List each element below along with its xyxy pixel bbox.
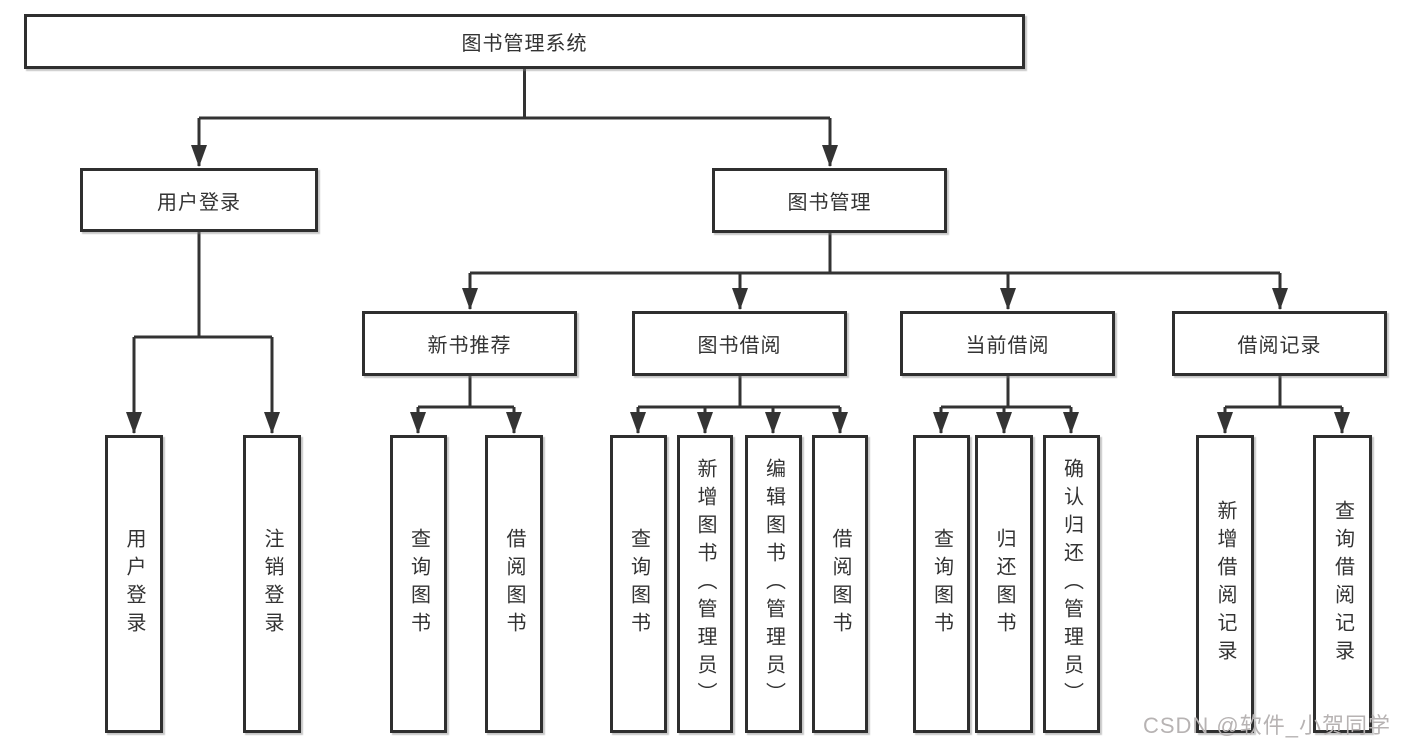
leaf-borrow-add-books-admin: 新增图书（管理员） [677, 435, 733, 733]
leaf-borrow-query-books-label: 查询图书 [627, 528, 650, 640]
leaf-records-add-record-label: 新增借阅记录 [1214, 500, 1236, 668]
node-book-management-label: 图书管理 [787, 192, 872, 214]
leaf-recommend-borrow-books: 借阅图书 [485, 435, 543, 733]
leaf-user-login: 用户登录 [105, 435, 163, 733]
leaf-current-return-books: 归还图书 [975, 435, 1033, 733]
node-book-management: 图书管理 [712, 168, 947, 233]
leaf-current-query-books: 查询图书 [913, 435, 970, 733]
leaf-current-return-books-label: 归还图书 [993, 528, 1015, 640]
node-root-label: 图书管理系统 [461, 33, 588, 55]
node-new-book-recommend-label: 新书推荐 [427, 335, 512, 357]
node-user-login: 用户登录 [80, 168, 318, 232]
node-root: 图书管理系统 [24, 14, 1025, 69]
leaf-borrow-edit-books-admin-label: 编辑图书（管理员） [762, 458, 785, 710]
node-book-borrow: 图书借阅 [632, 311, 847, 376]
leaf-current-confirm-return-admin-label: 确认归还（管理员） [1060, 458, 1083, 710]
node-borrow-records-label: 借阅记录 [1237, 335, 1322, 357]
edges [126, 69, 1350, 434]
leaf-user-login-label: 用户登录 [123, 528, 145, 640]
leaf-recommend-query-books-label: 查询图书 [407, 528, 430, 640]
leaf-borrow-borrow-books: 借阅图书 [812, 435, 868, 733]
leaf-recommend-query-books: 查询图书 [390, 435, 447, 733]
leaf-logout-label: 注销登录 [261, 528, 283, 640]
leaf-borrow-add-books-admin-label: 新增图书（管理员） [694, 458, 716, 710]
node-current-borrow-label: 当前借阅 [965, 335, 1050, 357]
leaf-records-add-record: 新增借阅记录 [1196, 435, 1254, 733]
leaf-records-query-record: 查询借阅记录 [1313, 435, 1372, 733]
leaf-logout: 注销登录 [243, 435, 301, 733]
node-new-book-recommend: 新书推荐 [362, 311, 577, 376]
node-current-borrow: 当前借阅 [900, 311, 1115, 376]
leaf-current-confirm-return-admin: 确认归还（管理员） [1043, 435, 1100, 733]
node-borrow-records: 借阅记录 [1172, 311, 1387, 376]
node-user-login-label: 用户登录 [157, 191, 241, 214]
csdn-watermark: CSDN @软件_小贺同学 [1142, 713, 1391, 738]
leaf-borrow-query-books: 查询图书 [610, 435, 667, 733]
leaf-recommend-borrow-books-label: 借阅图书 [503, 528, 525, 640]
leaf-borrow-borrow-books-label: 借阅图书 [829, 528, 851, 640]
leaf-current-query-books-label: 查询图书 [930, 528, 953, 640]
node-book-borrow-label: 图书借阅 [697, 335, 782, 357]
leaf-records-query-record-label: 查询借阅记录 [1331, 500, 1354, 668]
leaf-borrow-edit-books-admin: 编辑图书（管理员） [745, 435, 802, 733]
